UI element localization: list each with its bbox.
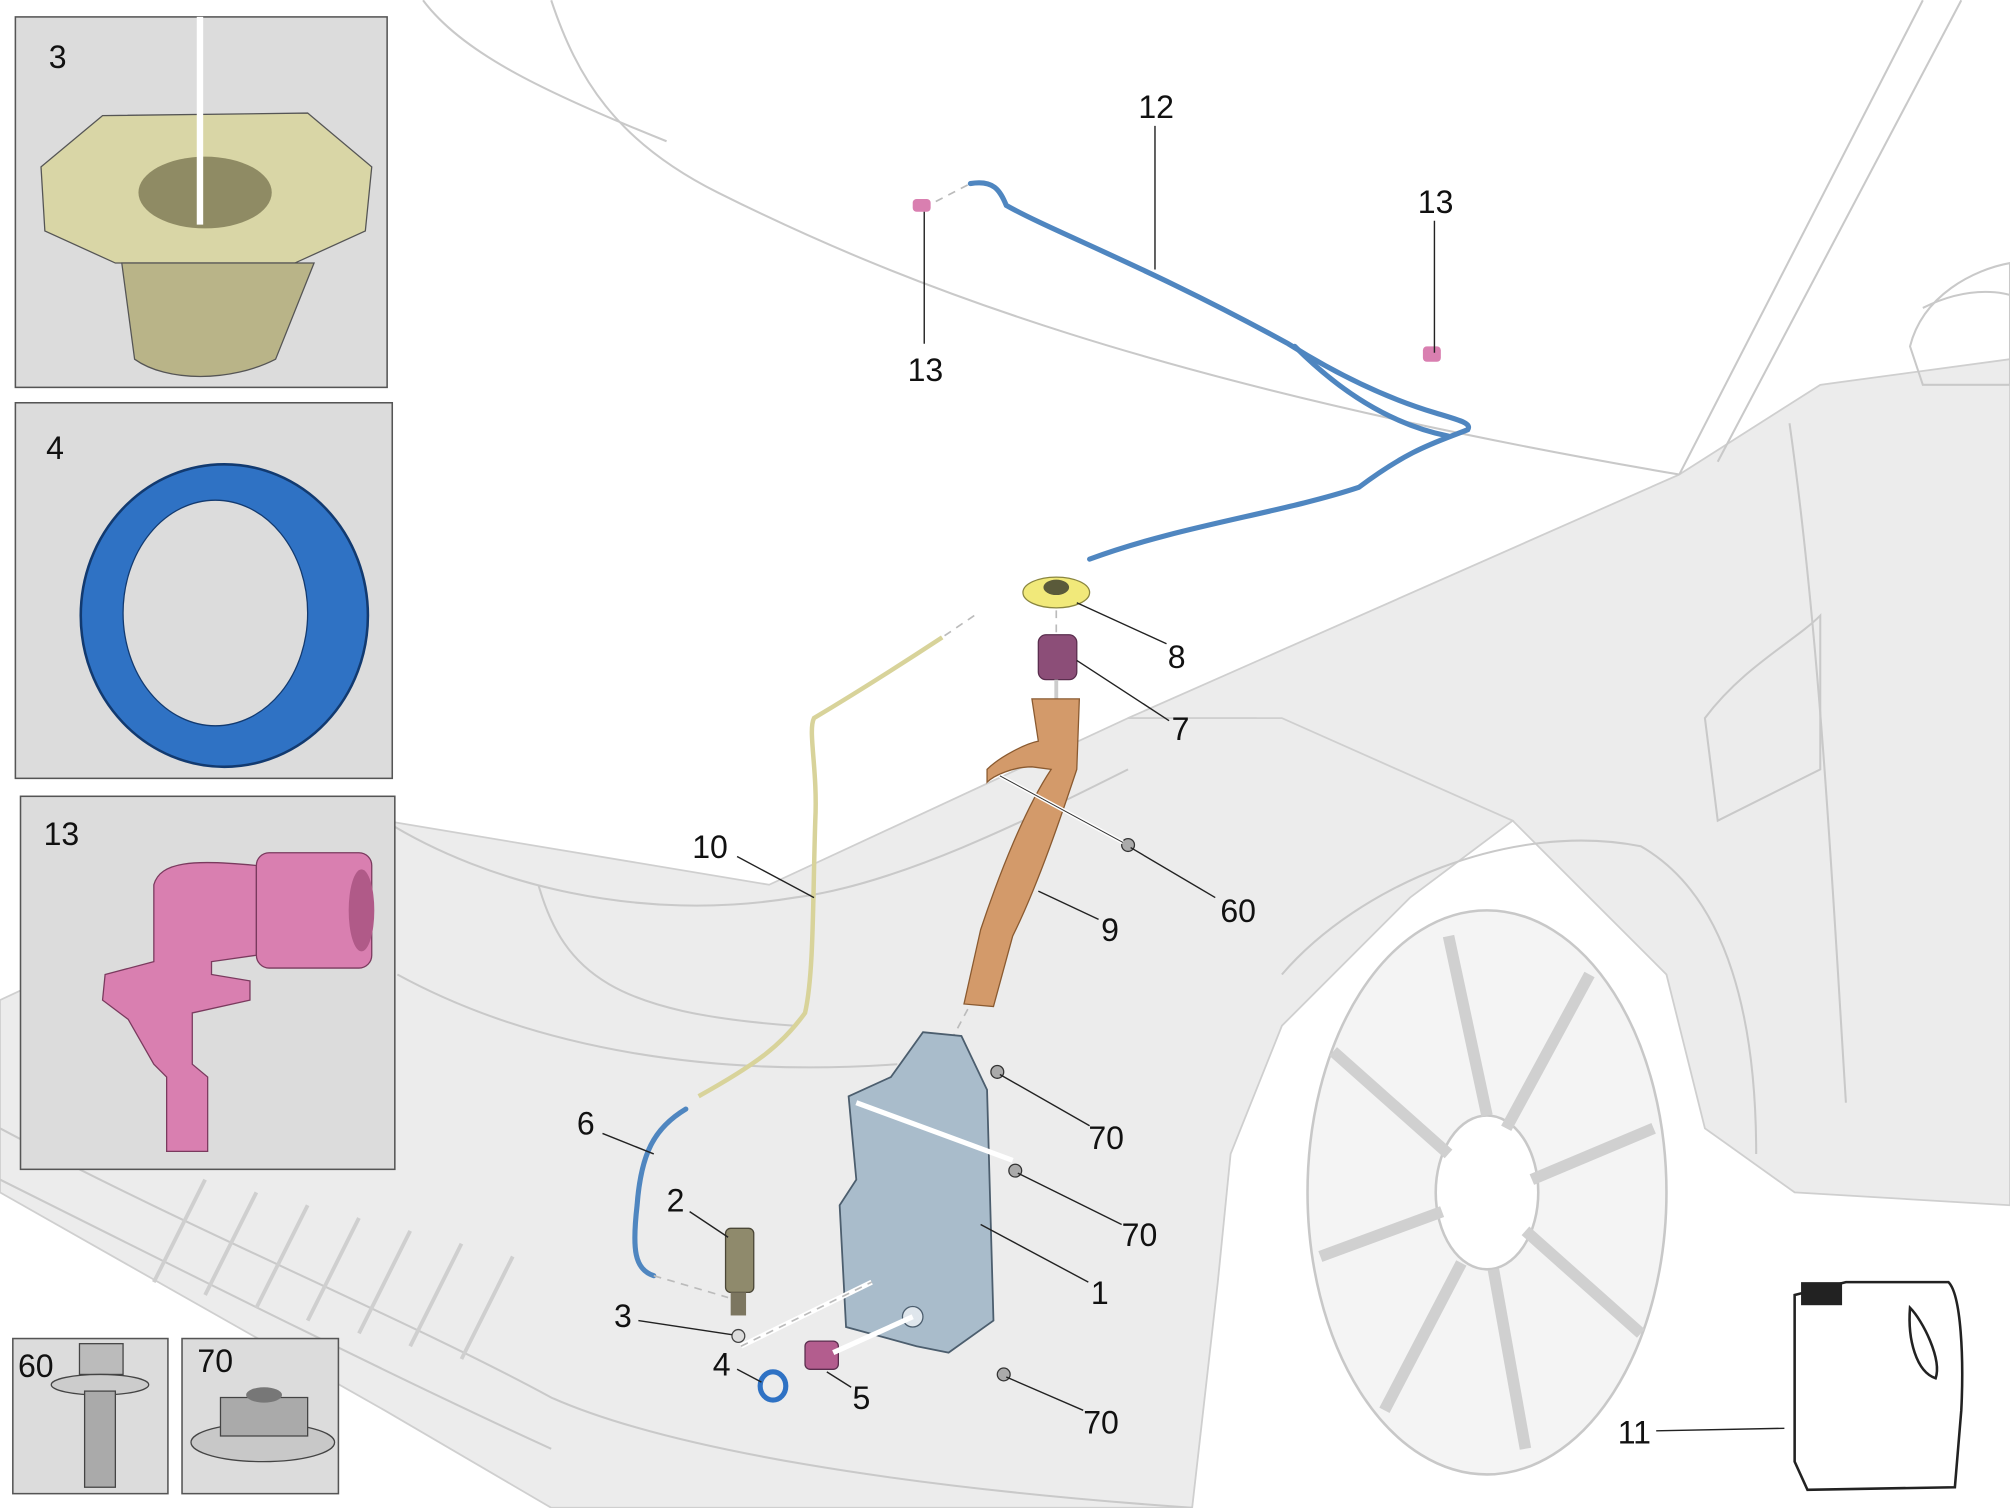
- nozzle-13-right: [1422, 346, 1441, 362]
- fasteners: [990, 837, 1136, 1382]
- callout-70-middle: 70: [1122, 1217, 1158, 1253]
- inset-nut-70: 70: [181, 1337, 340, 1495]
- seal-7: [1037, 634, 1078, 681]
- sensor-5: [804, 1340, 839, 1370]
- callout-5: 5: [852, 1380, 870, 1416]
- grommet-3: [731, 1328, 746, 1344]
- seal-4: [757, 1369, 789, 1403]
- callout-10: 10: [692, 829, 728, 865]
- callout-1: 1: [1091, 1275, 1109, 1311]
- inset-label-3: 3: [49, 39, 67, 75]
- callouts: 12 13 13 8 7 60 10 9 6 70 70 1 2 3 4 5 7…: [577, 89, 1651, 1450]
- leader-lines: [602, 125, 1785, 1432]
- callout-13-left: 13: [908, 352, 944, 388]
- washer-hose-12: [935, 180, 1472, 562]
- callout-13-right: 13: [1418, 184, 1454, 220]
- inset-label-70: 70: [197, 1343, 233, 1379]
- inset-grommet-3: 3: [14, 16, 388, 389]
- inset-label-60: 60: [18, 1348, 54, 1384]
- washer-hose-6: [632, 1106, 729, 1299]
- filler-cap-8: [1022, 576, 1091, 609]
- inset-label-4: 4: [46, 430, 64, 466]
- nozzle-13-left: [912, 198, 931, 212]
- callout-60: 60: [1220, 893, 1256, 929]
- pump-2: [724, 1227, 755, 1316]
- callout-70-bottom: 70: [1083, 1404, 1119, 1440]
- callout-7: 7: [1172, 711, 1190, 747]
- washer-fluid-can-11: [1793, 1280, 1964, 1492]
- washer-hose-10: [697, 614, 975, 1099]
- callout-12: 12: [1138, 89, 1174, 125]
- callout-3: 3: [614, 1298, 632, 1334]
- reservoir-1: [838, 1031, 1014, 1354]
- callout-11: 11: [1618, 1415, 1651, 1451]
- inset-nozzle-13: 13: [19, 795, 396, 1171]
- filler-neck-9: [963, 698, 1081, 1008]
- callout-8: 8: [1168, 639, 1186, 675]
- callout-2: 2: [667, 1183, 685, 1219]
- inset-seal-4: 4: [14, 401, 394, 780]
- inset-bolt-60: 60: [12, 1337, 169, 1495]
- callout-9: 9: [1101, 912, 1119, 948]
- inset-label-13: 13: [44, 816, 80, 852]
- callout-6: 6: [577, 1106, 595, 1142]
- callout-4: 4: [713, 1347, 731, 1383]
- callout-70-top: 70: [1088, 1120, 1124, 1156]
